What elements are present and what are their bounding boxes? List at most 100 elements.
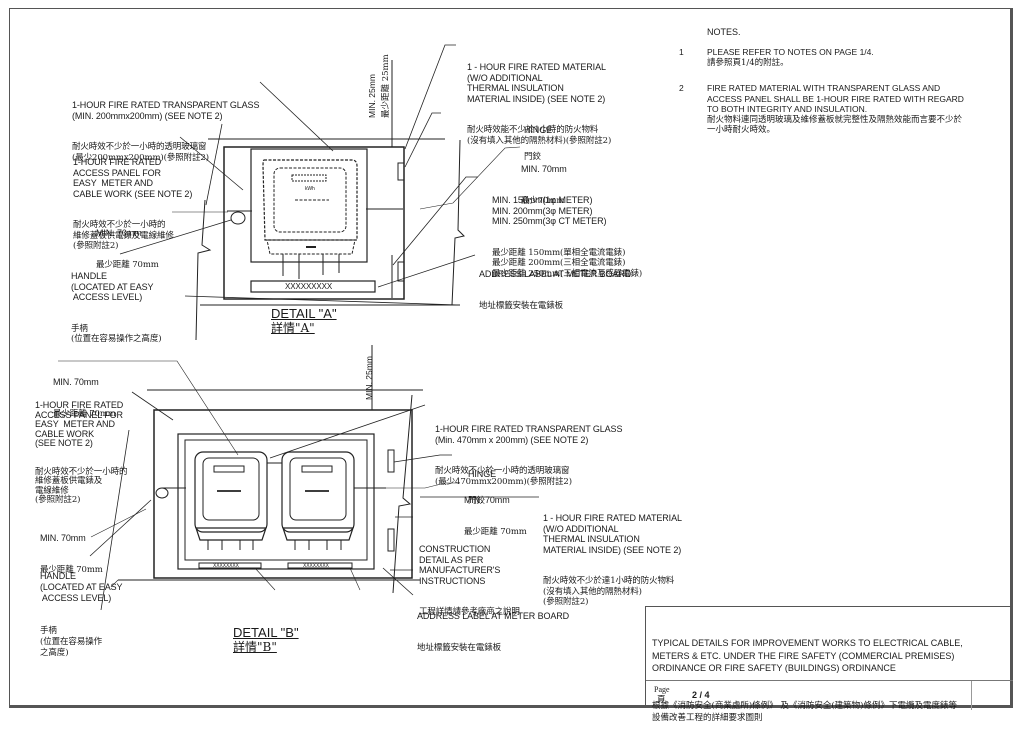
meter-glass-outline (262, 159, 358, 241)
detail-b-min25: MIN. 25mm (364, 356, 374, 400)
handle-label-cn: 手柄 (位置在容易操作之高度) (71, 323, 162, 345)
detail-b-address-callout: ADDRESS LABEL AT METER BOARD 地址標籤安裝在電錶板 (417, 590, 569, 664)
meter-base (266, 239, 356, 255)
detail-b-min70-top: MIN. 70mm 最少距離 70mm (53, 356, 116, 430)
address-label-b1 (198, 562, 262, 569)
handle-label-en: HANDLE (LOCATED AT EASY ACCESS LEVEL) (71, 271, 154, 302)
handle-label-en: HANDLE (LOCATED AT EASY ACCESS LEVEL) (40, 571, 123, 603)
detail-a-min70-right: MIN. 70mm 最少70mm (521, 143, 567, 217)
note-text-en: FIRE RATED MATERIAL WITH TRANSPARENT GLA… (707, 83, 964, 114)
address-label-cn: 地址標籤安裝在電錶板 (479, 300, 564, 311)
material-label-cn: 耐火時效不少於達1小時的防火物料 (沒有填入其他的隔熱材料) (參照附註2) (543, 576, 675, 607)
access-panel (250, 148, 368, 263)
clearance-list-cn: 最少距離 150mm(單相全電流電錶) 最少距離 200mm(三相全電流電錶) … (492, 247, 643, 279)
notes-title: NOTES. (707, 27, 741, 37)
construction-label-cn: 工程詳情請參考廠商之說明 (419, 607, 520, 617)
detail-a-drawing (119, 44, 521, 341)
construction-label-en: CONSTRUCTION DETAIL AS PER MANUFACTURER'… (419, 544, 501, 586)
note-text-cn: 耐火物料連同透明玻璃及維修蓋板就完整性及隔熱效能而言要不少於 一小時耐火時效。 (707, 114, 963, 136)
detail-b-min70-left: MIN. 70mm 最少距離 70mm (40, 512, 103, 586)
detail-b-min70-right: MIN. 70mm 最少距離 70mm (464, 474, 527, 548)
cabinet-outer-b (153, 409, 413, 579)
dimension-text-cn: 最少距離 70mm (96, 259, 159, 270)
detail-b-title: DETAIL "B" 詳情"B" (233, 625, 299, 655)
drawing-sheet-border (9, 8, 1013, 708)
note-number: 2 (679, 83, 684, 93)
detail-a-title: DETAIL "A" 詳情"A" (271, 306, 337, 336)
detail-b-material-callout: 1 - HOUR FIRE RATED MATERIAL (W/O ADDITI… (543, 492, 682, 618)
detail-a-min70-left: MIN. 70mm 最少距離 70mm (96, 207, 159, 281)
detail-a-title-en: DETAIL "A" (271, 306, 337, 321)
meter-window (273, 167, 347, 233)
detail-a-handle-callout: HANDLE (LOCATED AT EASY ACCESS LEVEL) 手柄… (71, 250, 162, 355)
cabinet-outer (223, 146, 405, 300)
page-label: Page 頁 (654, 685, 670, 705)
dimension-text: MIN. 70mm (521, 164, 567, 174)
address-label-a (250, 280, 376, 293)
access-panel-label-cn: 耐火時效不少於一小時的 維修蓋板供電錶及 電線維修 (參照附註2) (35, 466, 128, 505)
technical-drawing (58, 44, 539, 611)
detail-a-title-cn: 詳情"A" (271, 321, 315, 335)
material-label-en: 1 - HOUR FIRE RATED MATERIAL (W/O ADDITI… (543, 513, 682, 555)
address-placeholder-b2: XXXXXXXX (303, 563, 329, 569)
detail-b-title-en: DETAIL "B" (233, 625, 299, 640)
detail-a-hinge-callout: HINGE 門鉸 (524, 108, 552, 171)
page-label-en: Page (654, 685, 670, 694)
hinge-bottom-b (387, 528, 395, 552)
meter-2 (281, 451, 355, 533)
clearance-list-en: MIN. 150mm(1φ METER) MIN. 200mm(3φ METER… (492, 195, 607, 226)
dimension-text: MIN. 70mm (53, 377, 99, 387)
access-panel-label-en: 1-HOUR FIRE RATED ACCESS PANEL FOR EASY … (35, 400, 124, 448)
dimension-text-cn: 最少70mm (521, 195, 565, 206)
hinge-label-cn: 門鉸 (524, 152, 541, 162)
dimension-text: MIN. 70mm (96, 228, 142, 238)
title-block: TYPICAL DETAILS FOR IMPROVEMENT WORKS TO… (645, 606, 1013, 723)
handle-a (230, 211, 246, 225)
min25-label: MIN. 25mm (364, 356, 374, 400)
material-label-en: 1 - HOUR FIRE RATED MATERIAL (W/O ADDITI… (467, 62, 606, 104)
title-block-divider (971, 681, 972, 710)
min25-label: MIN. 25mm (367, 74, 377, 118)
page-number: 2 / 4 (692, 690, 710, 700)
hinge-label-en: HINGE (524, 125, 553, 135)
address-placeholder-b1: XXXXXXXX (213, 563, 239, 569)
detail-b-access-panel-callout: 1-HOUR FIRE RATED ACCESS PANEL FOR EASY … (35, 382, 128, 515)
dimension-text-cn: 最少距離 70mm (53, 408, 116, 419)
note-number: 1 (679, 47, 684, 57)
page-label-cn: 頁 (657, 695, 666, 705)
hinge-bottom-a (397, 261, 405, 282)
hinge-top-b (387, 449, 395, 473)
page-row: Page 頁 2 / 4 (646, 680, 1013, 710)
detail-b-hinge-callout: HINGE 門鉸 (468, 452, 496, 515)
panel-inner-b (184, 439, 368, 561)
detail-a-glass-callout: 1-HOUR FIRE RATED TRANSPARENT GLASS (MIN… (72, 79, 259, 174)
meter-counter (291, 174, 327, 182)
detail-b-glass-callout: 1-HOUR FIRE RATED TRANSPARENT GLASS (Min… (435, 403, 622, 498)
note-text-en: PLEASE REFER TO NOTES ON PAGE 1/4. (707, 47, 874, 57)
detail-b-construction-callout: CONSTRUCTION DETAIL AS PER MANUFACTURER'… (419, 523, 520, 628)
detail-a-clearances: MIN. 150mm(1φ METER) MIN. 200mm(3φ METER… (492, 174, 642, 290)
access-panel-b (177, 433, 375, 570)
min25-label-cn: 最少距離 25mm (381, 54, 391, 118)
handle-b (155, 487, 169, 499)
detail-a-min25-cn: 最少距離 25mm (379, 54, 391, 118)
address-label-cn: 地址標籤安裝在電錶板 (417, 642, 502, 653)
material-label-cn: 耐火時效能不少於1小時的防火物料 (沒有填入其他的隔熱材料)(參照附註2) (467, 125, 612, 146)
access-panel-label-en: 1-HOUR FIRE RATED ACCESS PANEL FOR EASY … (73, 157, 193, 199)
detail-a-min25: MIN. 25mm (367, 74, 377, 118)
address-label-b2 (287, 562, 353, 569)
address-label-en: ADDRESS LABEL AT METER BOARD (479, 269, 632, 279)
meter-unit-a: kWh (305, 186, 315, 192)
hinge-label-cn: 門鉸 (468, 496, 485, 506)
meter-1 (194, 451, 268, 533)
detail-a-material-callout: 1 - HOUR FIRE RATED MATERIAL (W/O ADDITI… (467, 41, 611, 157)
glass-label-en: 1-HOUR FIRE RATED TRANSPARENT GLASS (Min… (435, 424, 623, 445)
glass-label-cn: 耐火時效不少於一小時的透明玻璃窗 (最少200mmx200mm)(參照附註2) (72, 142, 209, 163)
dimension-text-cn: 最少距離 70mm (40, 564, 103, 575)
glass-label-cn: 耐火時效不少於一小時的透明玻璃窗 (最少470mmx200mm)(參照附註2) (435, 466, 572, 487)
access-panel-label-cn: 耐火時效不少於一小時的 維修蓋板供電錶及電線維修 (參照附註2) (73, 220, 174, 251)
handle-label-cn: 手柄 (位置在容易操作 之高度) (40, 626, 103, 658)
detail-b-title-cn: 詳情"B" (233, 640, 277, 654)
dimension-text: MIN. 70mm (464, 495, 510, 505)
dimension-text: MIN. 70mm (40, 533, 86, 543)
